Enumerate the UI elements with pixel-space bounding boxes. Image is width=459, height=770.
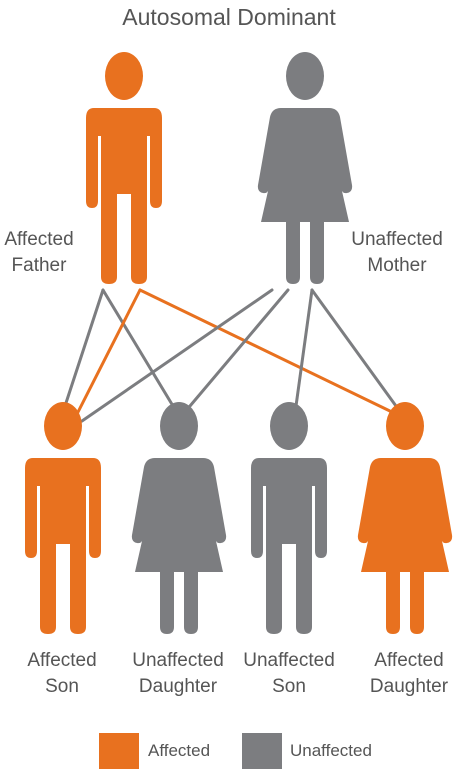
child-label-line1: Affected — [27, 650, 97, 671]
diagram-title: Autosomal Dominant — [122, 4, 336, 30]
mother-to-affected-son-line — [80, 288, 274, 423]
mother-to-unaffected-daughter-line — [188, 288, 290, 408]
child-label-line1: Affected — [374, 650, 444, 671]
father-allele-to-affected-daughter-line — [138, 288, 396, 415]
child-label: Unaffected Son — [243, 648, 335, 700]
mother-to-affected-daughter-line — [310, 288, 398, 408]
mother-label-line1: Unaffected — [351, 229, 443, 250]
child-label-line2: Son — [45, 676, 79, 697]
child-label-line2: Daughter — [138, 676, 218, 697]
mother-label: Unaffected Mother — [351, 227, 443, 279]
father-to-affected-son-line — [63, 288, 105, 408]
father-label: Affected Father — [4, 227, 73, 279]
unaffected-son-figure — [251, 402, 327, 634]
child-label-line1: Unaffected — [243, 650, 335, 671]
unaffected-mother-figure — [257, 52, 353, 284]
father-allele-to-affected-son-line — [73, 288, 142, 420]
affected-son-figure — [25, 402, 101, 634]
child-label-line1: Unaffected — [132, 650, 224, 671]
child-label: Affected Daughter — [370, 648, 448, 700]
child-label-line2: Daughter — [369, 676, 449, 697]
mother-label-line2: Mother — [367, 255, 427, 276]
legend-unaffected-label: Unaffected — [290, 741, 372, 760]
father-to-unaffected-daughter-line — [101, 288, 175, 408]
affected-daughter-figure — [357, 402, 453, 634]
father-label-line2: Father — [11, 255, 67, 276]
affected-father-figure — [86, 52, 162, 284]
child-label-line2: Son — [272, 676, 306, 697]
mother-to-unaffected-son-line — [294, 288, 314, 408]
child-label: Affected Son — [27, 648, 96, 700]
child-label: Unaffected Daughter — [132, 648, 224, 700]
legend-affected-swatch — [99, 733, 139, 769]
legend-affected-label: Affected — [148, 741, 211, 760]
legend-unaffected-swatch — [242, 733, 282, 769]
father-label-line1: Affected — [4, 229, 74, 250]
unaffected-daughter-figure — [131, 402, 227, 634]
